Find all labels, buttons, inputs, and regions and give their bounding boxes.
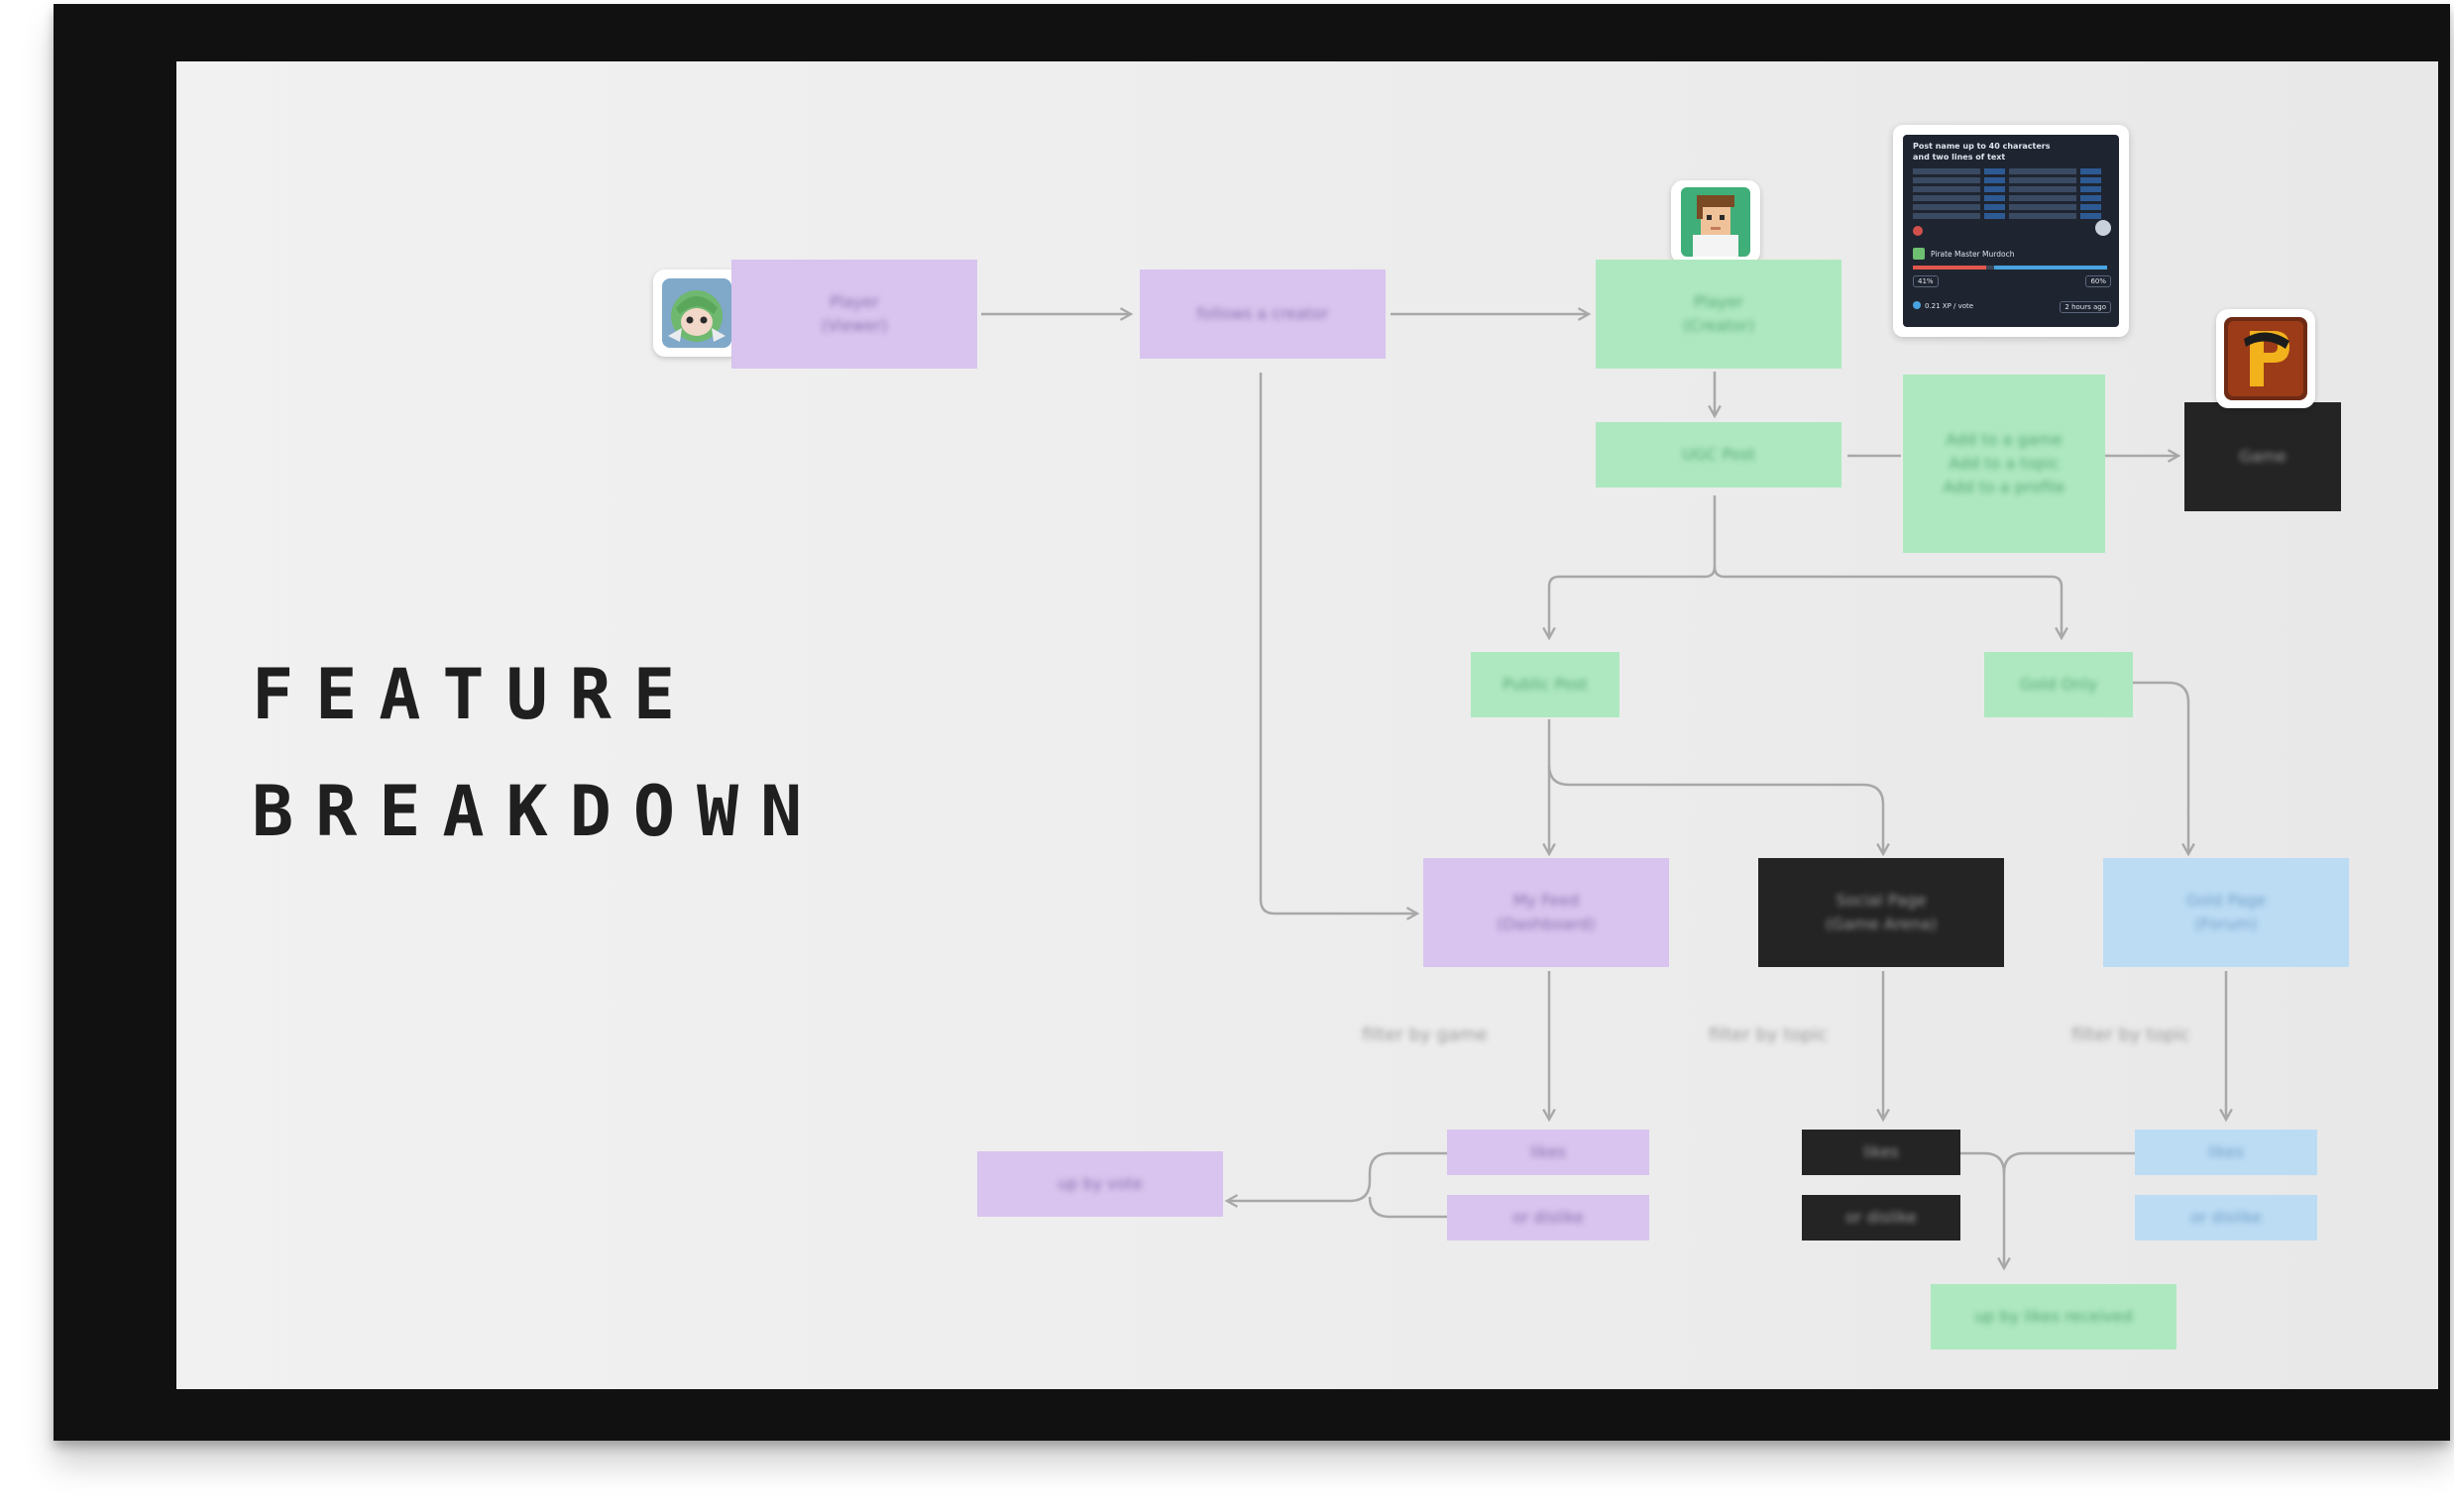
- post-rows: [1913, 168, 2101, 222]
- node-player-creator: Player (Creator): [1596, 260, 1841, 369]
- xp-icon: [1913, 301, 1921, 309]
- node-my-feed: My Feed (Dashboard): [1423, 858, 1669, 967]
- node-gold-only: Gold Only: [1984, 652, 2133, 717]
- feature-breakdown-heading: FEATURE BREAKDOWN: [252, 636, 824, 870]
- pixel-boy-icon: [1681, 187, 1750, 257]
- node-public-post: Public Post: [1471, 652, 1619, 717]
- node-up-by-vote: up by vote: [977, 1151, 1223, 1217]
- viewer-avatar: [653, 270, 740, 357]
- node-player-viewer: Player (Viewer): [731, 260, 977, 369]
- node-dislikes-1: or dislike: [1447, 1195, 1649, 1241]
- dislike-percent: 41%: [1913, 275, 1939, 287]
- pirate-p-logo-icon: [2224, 317, 2307, 400]
- node-dislikes-2: or dislike: [1802, 1195, 1960, 1241]
- edge-ugc-gold: [1713, 566, 2062, 638]
- label-filter-game: filter by game: [1362, 1025, 1488, 1045]
- node-gold-page: Gold Page (Forum): [2103, 858, 2349, 967]
- node-add-options: Add to a game Add to a topic Add to a pr…: [1903, 375, 2105, 553]
- whiteboard-canvas: FEATURE BREAKDOWN Player (Viewer) follow…: [176, 61, 2438, 1389]
- connector-lines: [981, 61, 2438, 1389]
- edge-ugc-public: [1549, 495, 1717, 638]
- edge-follows-myfeed: [1259, 373, 1417, 914]
- red-dot-icon: [1913, 226, 1923, 236]
- label-filter-topic-1: filter by topic: [1709, 1025, 1828, 1045]
- like-percent: 60%: [2085, 275, 2111, 287]
- heading-line-1: FEATURE: [252, 654, 698, 735]
- edge-likes3-uplikes: [2002, 1151, 2141, 1174]
- reward-text: 0.21 XP / vote: [1913, 301, 1973, 310]
- node-likes-3: likes: [2135, 1130, 2317, 1175]
- node-likes-1: likes: [1447, 1130, 1649, 1175]
- post-time: 2 hours ago: [2060, 301, 2111, 313]
- edge-gold-goldpage: [2127, 681, 2188, 854]
- post-preview-screen: Post name up to 40 characters and two li…: [1903, 135, 2119, 327]
- edge-likes2-uplikes: [1960, 1151, 2004, 1268]
- vote-ratio-bar: [1913, 266, 2107, 270]
- node-game: Game: [2184, 402, 2341, 511]
- node-follows-creator: follows a creator: [1140, 270, 1386, 359]
- node-social-page: Social Page (Game Arena): [1758, 858, 2004, 967]
- post-heading: Post name up to 40 characters and two li…: [1913, 142, 2051, 162]
- post-author: Pirate Master Murdoch: [1913, 248, 2014, 260]
- picture-frame: FEATURE BREAKDOWN Player (Viewer) follow…: [54, 4, 2450, 1441]
- edge-public-social: [1547, 764, 1883, 854]
- node-ugc-post: UGC Post: [1596, 422, 1841, 487]
- node-dislikes-3: or dislike: [2135, 1195, 2317, 1241]
- author-avatar-icon: [1913, 248, 1925, 260]
- node-likes-2: likes: [1802, 1130, 1960, 1175]
- creator-avatar: [1671, 180, 1760, 264]
- label-filter-topic-2: filter by topic: [2071, 1025, 2190, 1045]
- user-avatar-icon: [2095, 220, 2111, 236]
- heading-line-2: BREAKDOWN: [252, 771, 825, 852]
- edge-dislikes1-upvote: [1368, 1196, 1447, 1219]
- game-logo: [2216, 309, 2315, 408]
- anime-character-icon: [662, 278, 731, 348]
- node-up-by-likes: up by likes received: [1931, 1284, 2176, 1350]
- post-preview-card: Post name up to 40 characters and two li…: [1893, 125, 2129, 337]
- edge-likes1-upvote: [1227, 1151, 1447, 1201]
